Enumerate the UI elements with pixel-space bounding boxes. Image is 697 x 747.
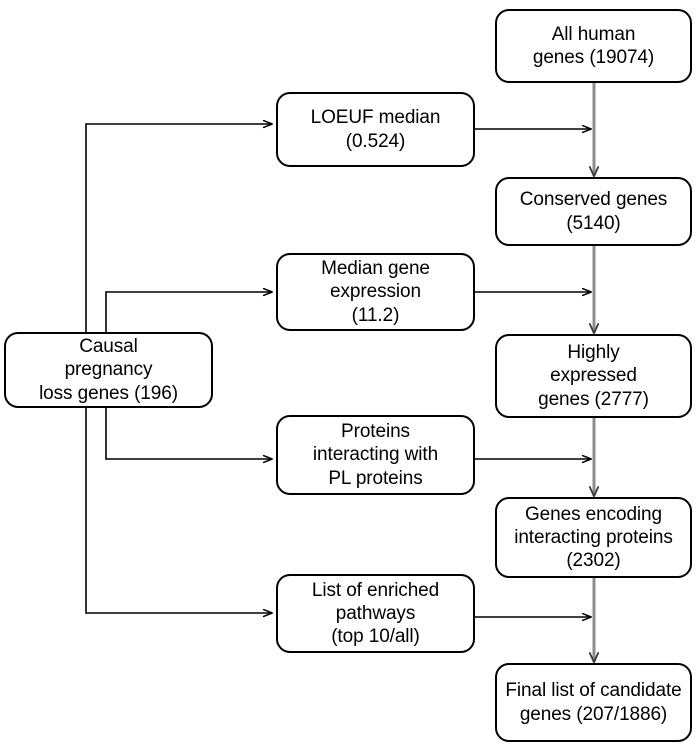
- node-causal-pregnancy-loss-genes[interactable]: Causal pregnancy loss genes (196): [4, 332, 213, 408]
- node-loeuf-median[interactable]: LOEUF median (0.524): [276, 92, 475, 167]
- node-list-of-enriched-pathways[interactable]: List of enriched pathways (top 10/all): [276, 574, 475, 653]
- node-all-human-genes[interactable]: All human genes (19074): [495, 9, 692, 83]
- node-genes-encoding-interacting-proteins[interactable]: Genes encoding interacting proteins (230…: [495, 497, 692, 578]
- node-median-gene-expression[interactable]: Median gene expression (11.2): [276, 253, 475, 331]
- node-proteins-interacting-with-pl-proteins[interactable]: Proteins interacting with PL proteins: [276, 415, 475, 495]
- node-highly-expressed-genes[interactable]: Highly expressed genes (2777): [495, 334, 692, 418]
- node-final-list-of-candidate-genes[interactable]: Final list of candidate genes (207/1886): [495, 663, 692, 742]
- node-conserved-genes[interactable]: Conserved genes (5140): [495, 177, 692, 246]
